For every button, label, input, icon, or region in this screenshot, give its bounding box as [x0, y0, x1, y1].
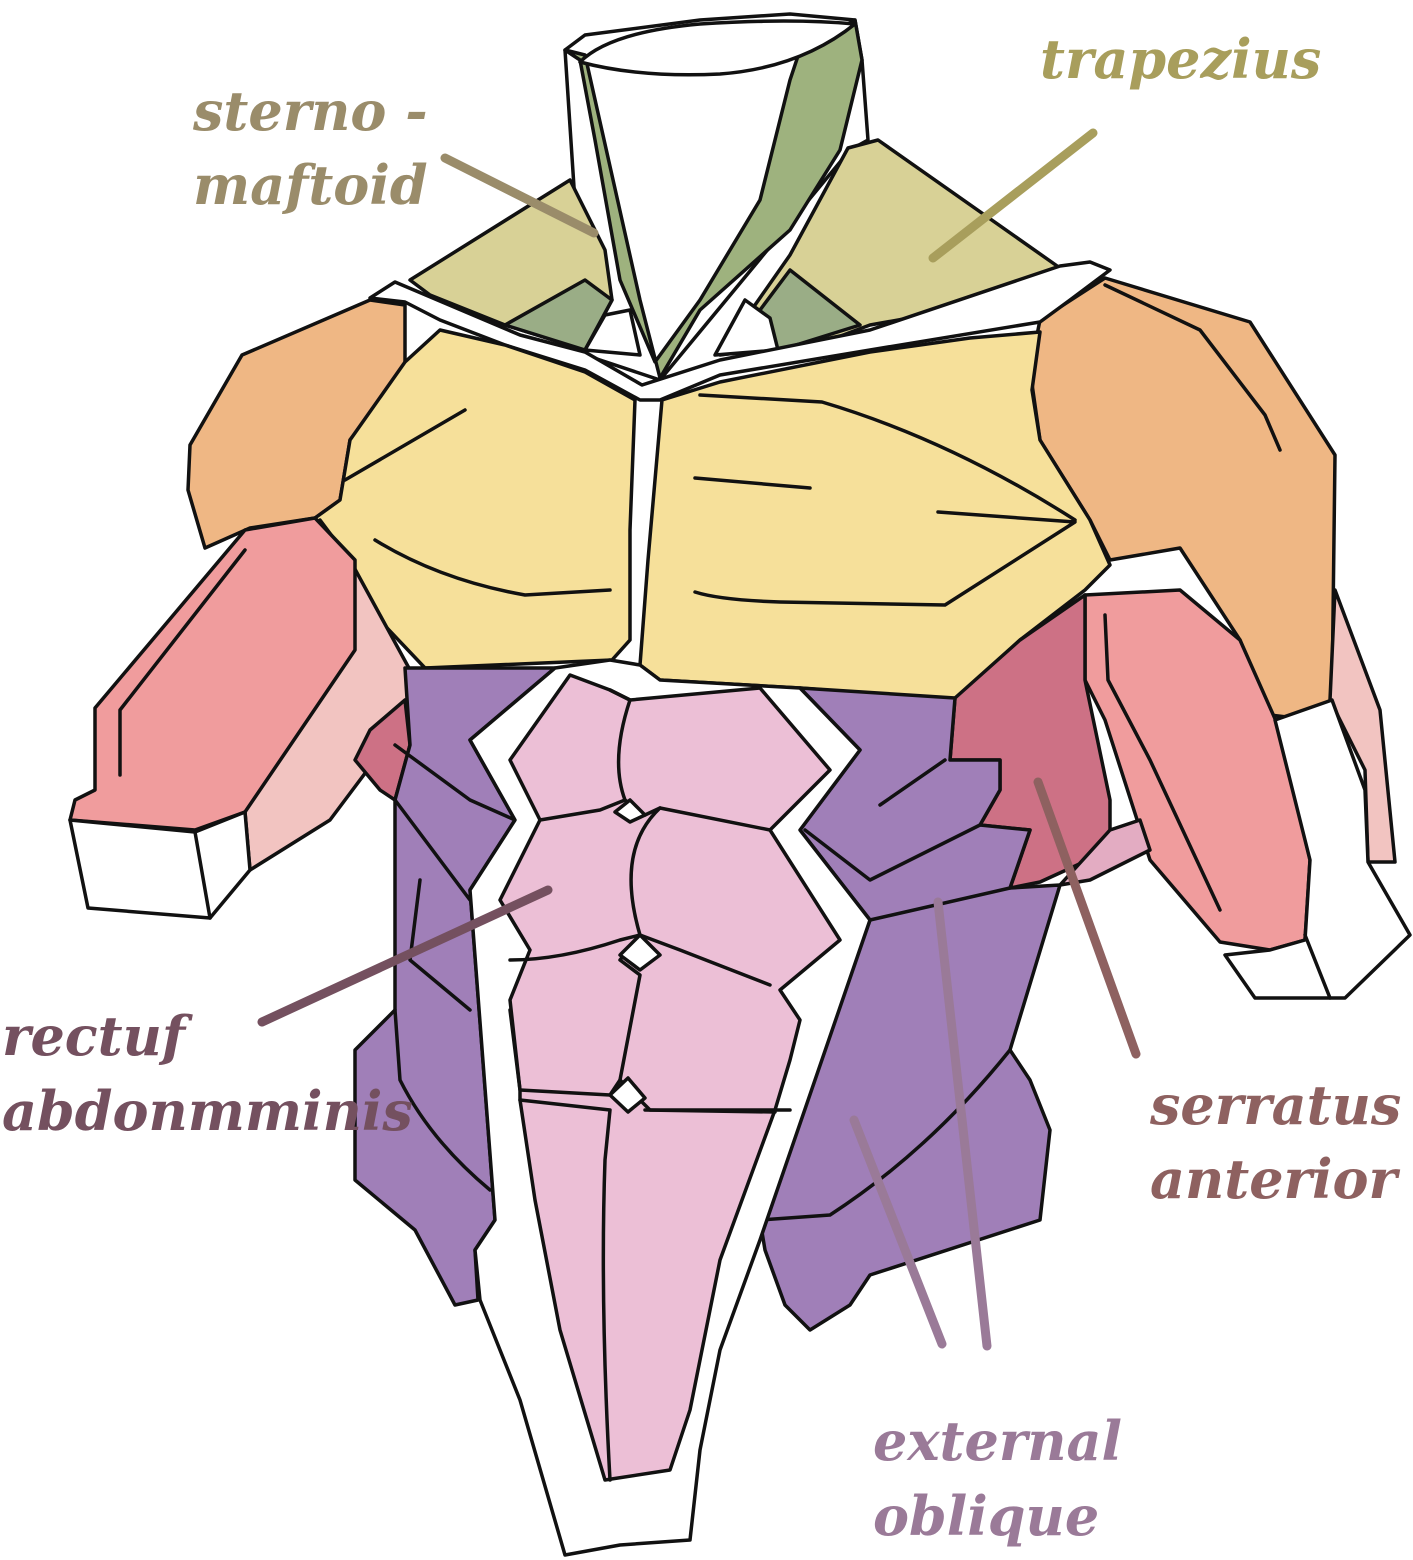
label-oblique-line2: oblique	[873, 1484, 1099, 1548]
right-arm-group	[1083, 588, 1412, 1000]
oblique-right-line-1	[878, 758, 947, 807]
leader-oblique-1	[849, 1115, 947, 1349]
biceps-right-inner	[1103, 613, 1222, 912]
pec-line-1	[343, 408, 467, 482]
deltoid-right-inner	[1103, 283, 1282, 452]
hand-right-edge	[1303, 933, 1332, 1000]
oblique-left-line-3	[408, 878, 472, 1012]
leader-serratus	[1033, 777, 1141, 1059]
rectus-diamond-1	[613, 798, 647, 824]
oblique-left-line-4	[393, 1008, 492, 1192]
rectus-group	[498, 673, 842, 1482]
pec-line-3	[693, 476, 812, 490]
oblique-right-line-2	[803, 823, 982, 882]
trapezius-inner-left	[503, 278, 614, 352]
collarbone-gap-left	[583, 308, 642, 357]
leader-sternomastoid	[440, 153, 599, 238]
label-serratus-line2: anterior	[1150, 1147, 1401, 1211]
serratus-group	[353, 593, 1152, 890]
label-sternomastoid-line1: sterno -	[192, 79, 428, 143]
rectus-segment-4	[508, 933, 772, 987]
leader-oblique-2	[933, 897, 992, 1351]
leader-rectus	[257, 885, 553, 1027]
oblique-left-line-2	[393, 798, 472, 902]
pec-line-2	[373, 538, 612, 597]
label-rectus-line2: abdonmminis	[2, 1079, 413, 1143]
rectus-diamond-3	[608, 1076, 647, 1114]
pectoral-group	[313, 328, 1112, 702]
label-sternomastoid-line2: maftoid	[193, 153, 428, 217]
pec-line-4	[698, 393, 1077, 522]
rectus-lower-left	[518, 1098, 612, 1482]
label-serratus-line1: serratus	[1149, 1073, 1401, 1137]
oblique-right-line-4	[758, 1048, 1012, 1222]
rectus-lower-right	[643, 1108, 777, 1114]
oblique-group	[353, 666, 1062, 1332]
label-rectus-line1: rectuf	[2, 1004, 193, 1068]
rectus-sheath	[498, 673, 842, 1482]
rectus-diamond-2	[618, 933, 662, 972]
left-arm-group	[68, 516, 412, 920]
pec-line-5	[693, 510, 1077, 607]
rectus-segment-3	[629, 806, 662, 937]
biceps-left-inner	[118, 548, 247, 777]
hand-left-edge	[193, 830, 212, 920]
oblique-left-line-1	[393, 743, 517, 822]
deltoid-group	[186, 276, 1337, 720]
leader-trapezius	[928, 128, 1098, 263]
label-trapezius: trapezius	[1040, 27, 1321, 91]
hand-left	[68, 810, 252, 920]
rectus-segment-1	[608, 688, 632, 802]
neck-top-ellipse	[578, 19, 857, 77]
hand-right	[1223, 698, 1412, 1000]
label-oblique-line1: external	[873, 1409, 1122, 1473]
